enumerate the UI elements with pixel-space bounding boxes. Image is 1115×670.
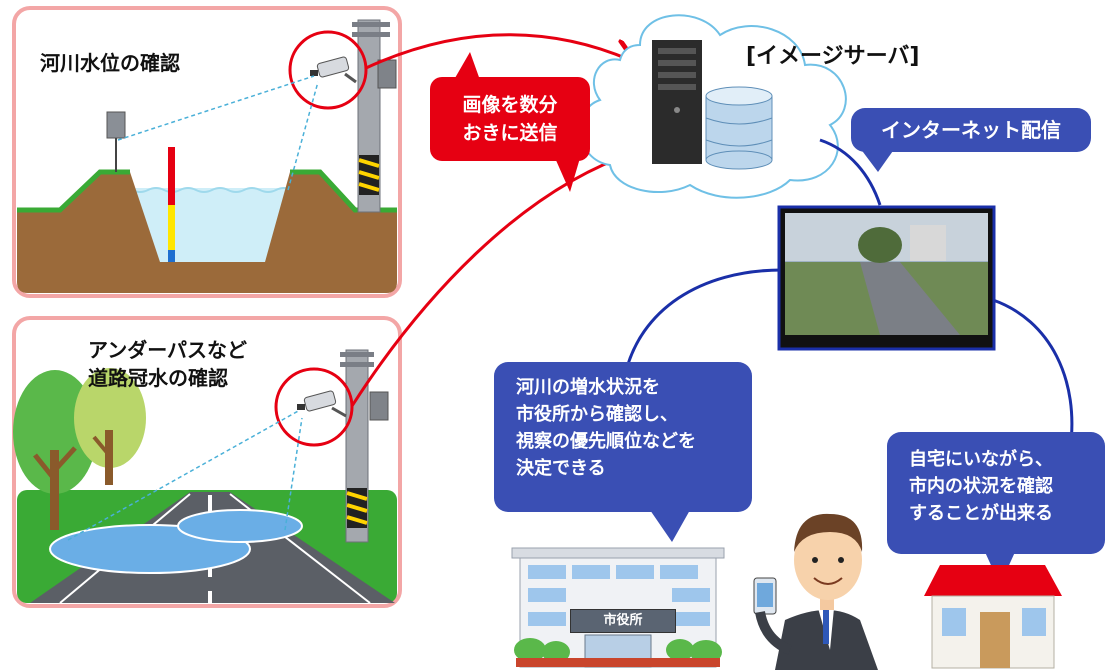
- city-hall-sign: 市役所: [570, 609, 676, 633]
- river-panel: [12, 6, 402, 298]
- camera-highlight-circle: [274, 367, 354, 447]
- city-hall-info-line: 決定できる: [516, 458, 606, 479]
- city-hall-info-box: 河川の増水状況を 市役所から確認し、 視察の優先順位などを 決定できる: [494, 362, 752, 512]
- line-cloud-monitor: [819, 138, 882, 206]
- sensor-box: [106, 111, 126, 139]
- send-arrow-underpass: [350, 152, 636, 407]
- water-gauge: [168, 147, 175, 205]
- monitor-display: [777, 205, 996, 351]
- home-info-line: することが出来る: [909, 503, 1053, 524]
- line-monitor-cityhall: [623, 268, 783, 376]
- home-info-line: 市内の状況を確認: [909, 476, 1053, 497]
- city-hall-info-line: 視察の優先順位などを: [516, 431, 696, 452]
- underpass-panel-title-line2: 道路冠水の確認: [88, 366, 228, 390]
- camera-icon: [310, 56, 357, 84]
- home-info-box: 自宅にいながら、 市内の状況を確認 することが出来る: [887, 432, 1105, 554]
- tree: [13, 370, 97, 494]
- camera-highlight-circle: [288, 30, 368, 110]
- tree: [74, 368, 146, 468]
- line-monitor-home: [992, 298, 1074, 451]
- send-arrow-river: [365, 33, 630, 70]
- send-interval-label: 画像を数分 おきに送信: [430, 77, 590, 161]
- river-water: [110, 188, 290, 262]
- internet-delivery-label: インターネット配信: [851, 108, 1091, 152]
- image-server-title: [イメージサーバ]: [746, 44, 920, 69]
- house-icon: [924, 565, 1062, 669]
- person-with-smartphone: [753, 513, 878, 670]
- database-icon: [705, 86, 773, 170]
- camera-icon: [297, 390, 347, 418]
- river-bank: [17, 172, 397, 293]
- city-hall-info-line: 市役所から確認し、: [516, 404, 678, 425]
- river-panel-title: 河川水位の確認: [40, 51, 180, 75]
- home-info-line: 自宅にいながら、: [909, 449, 1053, 470]
- underpass-panel-title-line1: アンダーパスなど: [88, 338, 247, 362]
- underpass-panel: [12, 316, 402, 608]
- send-interval-line2: おきに送信: [462, 122, 558, 144]
- city-hall-info-line: 河川の増水状況を: [516, 377, 660, 398]
- send-interval-line1: 画像を数分: [462, 94, 558, 116]
- city-hall-building: [511, 547, 725, 668]
- server-icon: [652, 40, 702, 164]
